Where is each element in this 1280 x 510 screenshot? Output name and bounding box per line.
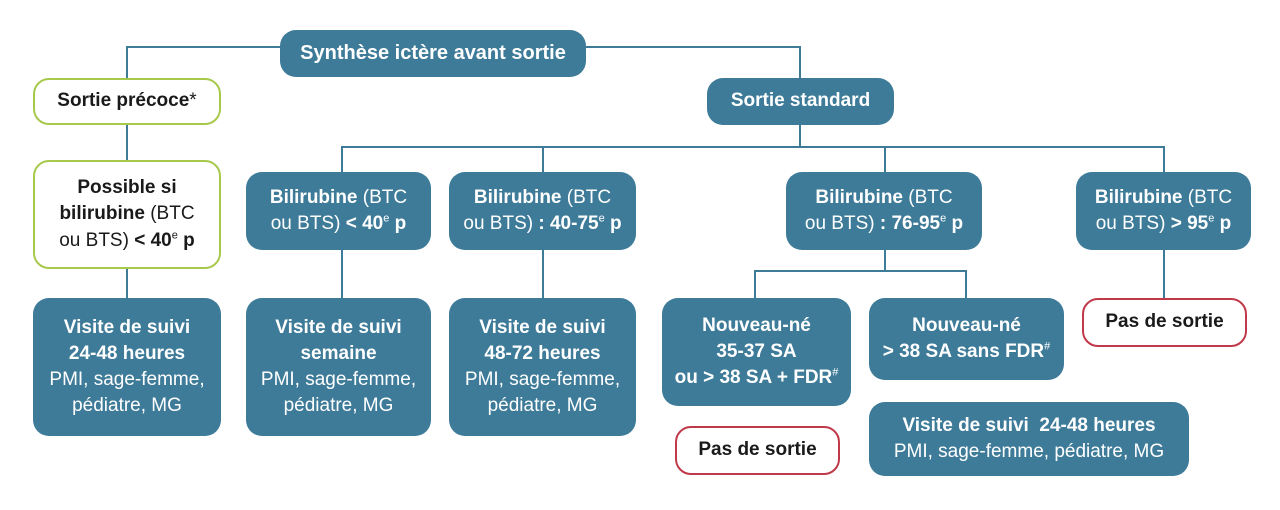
root-node: Synthèse ictère avant sortie (280, 30, 586, 77)
c4-bts: ou BTS) (1095, 213, 1171, 234)
early-discharge-asterisk: * (189, 90, 197, 112)
c3-title: Bilirubine (815, 186, 903, 208)
nn1-line3: ou > 38 SA + FDR (674, 367, 833, 389)
visit-week-node: Visite de suivi semaine PMI, sage-femme,… (246, 298, 431, 436)
c4-btc: (BTC (1182, 186, 1233, 208)
early-visit-line2: 24-48 heures (68, 342, 186, 364)
no-discharge-node-right: Pas de sortie (1082, 298, 1247, 347)
c2-bts: ou BTS) (463, 213, 539, 234)
nn2-line2: > 38 SA sans FDR (882, 341, 1045, 362)
early-discharge-node: Sortie précoce* (33, 78, 221, 125)
nn1-line2: 35-37 SA (716, 340, 797, 362)
nn2-sup: # (1044, 340, 1051, 353)
bilirubine-node-40-75: Bilirubine (BTC ou BTS) : 40-75e p (449, 172, 636, 250)
root-label: Synthèse ictère avant sortie (300, 41, 566, 64)
v2-line4: pédiatre, MG (487, 395, 598, 417)
c1-threshold: < 40 (345, 213, 384, 234)
c1-bts: ou BTS) (270, 213, 346, 234)
c3-btc: (BTC (903, 186, 953, 208)
c3-p: p (946, 213, 964, 234)
early-condition-line1: Possible si (77, 177, 177, 199)
v1-line4: pédiatre, MG (283, 395, 394, 417)
v2-line2: 48-72 heures (484, 342, 601, 364)
c2-p: p (604, 213, 622, 234)
c4-title: Bilirubine (1094, 186, 1183, 208)
connector-standard (341, 124, 1165, 173)
no-discharge-node-bottom: Pas de sortie (675, 426, 840, 475)
v1-line1: Visite de suivi (275, 316, 402, 338)
no-discharge-label-right: Pas de sortie (1105, 311, 1224, 333)
bilirubine-node-76-95: Bilirubine (BTC ou BTS) : 76-95e p (786, 172, 982, 250)
c4-p: p (1214, 213, 1232, 234)
early-visit-node: Visite de suivi 24-48 heures PMI, sage-f… (33, 298, 221, 436)
visit-24-48-node: Visite de suivi 24-48 heures PMI, sage-f… (869, 402, 1189, 476)
v3-line2: PMI, sage-femme, pédiatre, MG (893, 441, 1165, 462)
early-discharge-label: Sortie précoce (57, 90, 190, 112)
c1-btc: (BTC (357, 186, 408, 208)
v1-line2: semaine (300, 342, 377, 364)
c1-p: p (389, 213, 407, 234)
c2-btc: (BTC (561, 186, 612, 208)
early-visit-line4: pédiatre, MG (72, 395, 182, 417)
early-condition-node: Possible si bilirubine (BTC ou BTS) < 40… (33, 160, 221, 269)
nn1-line1: Nouveau-né (702, 314, 811, 336)
v3-line1: Visite de suivi 24-48 heures (902, 414, 1156, 436)
v1-line3: PMI, sage-femme, (260, 369, 417, 390)
bilirubine-node-lt40: Bilirubine (BTC ou BTS) < 40e p (246, 172, 431, 250)
c3-threshold: : 76-95 (879, 213, 941, 234)
v2-line1: Visite de suivi (479, 316, 606, 338)
visit-48-72-node: Visite de suivi 48-72 heures PMI, sage-f… (449, 298, 636, 436)
early-condition-sup: e (171, 229, 178, 242)
c3-bts: ou BTS) (804, 213, 880, 234)
c3-sup: e (940, 212, 947, 225)
c2-sup: e (598, 212, 605, 225)
nn2-line1: Nouveau-né (912, 314, 1021, 336)
c4-threshold: > 95 (1170, 213, 1209, 234)
nn1-sup: # (832, 366, 839, 379)
c2-title: Bilirubine (473, 186, 562, 208)
early-condition-threshold: < 40 (134, 229, 172, 251)
c1-title: Bilirubine (269, 186, 358, 208)
bilirubine-node-gt95: Bilirubine (BTC ou BTS) > 95e p (1076, 172, 1251, 250)
connector-c3 (754, 250, 967, 298)
early-condition-bilirubine: bilirubine (59, 203, 145, 225)
early-visit-line1: Visite de suivi (63, 316, 191, 338)
standard-discharge-node: Sortie standard (707, 78, 894, 125)
early-condition-p: p (177, 229, 195, 251)
early-visit-line3: PMI, sage-femme, (49, 369, 205, 390)
early-condition-btc: (BTC (144, 203, 195, 225)
c4-sup: e (1208, 212, 1215, 225)
c2-threshold: : 40-75 (538, 213, 599, 234)
early-condition-bts: ou BTS) (59, 229, 135, 251)
c1-sup: e (383, 212, 390, 225)
v2-line3: PMI, sage-femme, (464, 369, 621, 390)
newborn-gt38-node: Nouveau-né > 38 SA sans FDR# (869, 298, 1064, 380)
newborn-35-37-node: Nouveau-né 35-37 SA ou > 38 SA + FDR# (662, 298, 851, 406)
no-discharge-label-bottom: Pas de sortie (698, 439, 817, 461)
standard-discharge-label: Sortie standard (730, 90, 871, 112)
